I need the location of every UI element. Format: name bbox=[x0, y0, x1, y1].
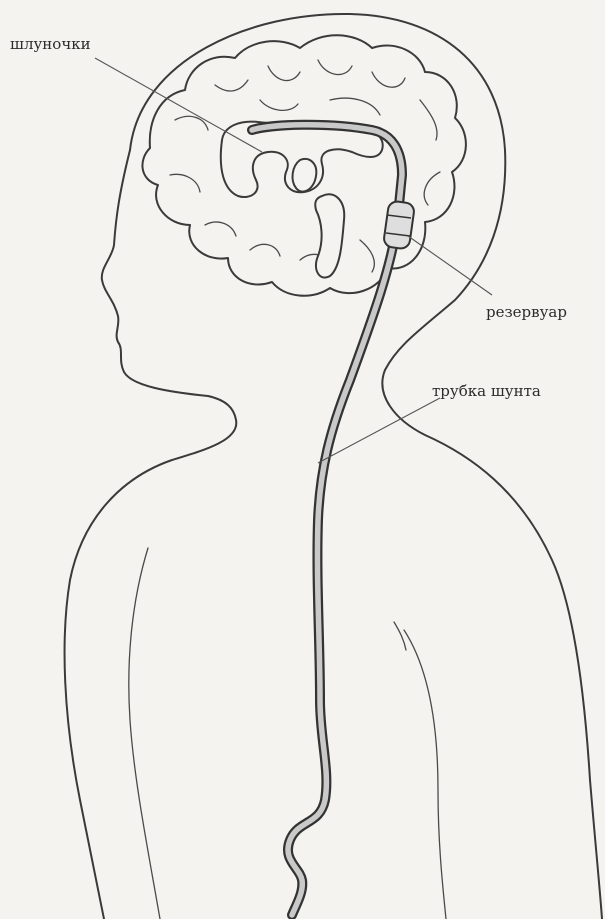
brain-fold bbox=[372, 72, 405, 87]
brain-fold bbox=[260, 100, 298, 110]
brain-fold bbox=[268, 66, 300, 81]
brain-fold bbox=[330, 98, 380, 115]
ventricles-leader-line bbox=[95, 58, 262, 152]
back-arm-detail bbox=[394, 622, 406, 650]
brain-fold bbox=[205, 222, 236, 236]
brain-fold bbox=[420, 100, 437, 140]
reservoir-label: резервуар bbox=[486, 305, 567, 320]
brain-fold bbox=[250, 244, 280, 256]
brain-fold bbox=[170, 174, 200, 192]
arm-line bbox=[129, 548, 160, 919]
brain-fold bbox=[424, 172, 440, 205]
third-ventricle bbox=[293, 159, 317, 192]
brain-fold bbox=[360, 240, 374, 272]
back-arm-line bbox=[404, 630, 446, 919]
face-profile bbox=[102, 150, 236, 420]
temporal-horn bbox=[315, 194, 344, 277]
brain-fold bbox=[215, 80, 248, 91]
chest-outline bbox=[65, 420, 237, 919]
ventricles-label: шлуночки bbox=[10, 37, 91, 52]
shunt-tube-label: трубка шунта bbox=[432, 384, 541, 399]
brain-fold bbox=[318, 60, 352, 75]
shunt-reservoir bbox=[383, 200, 415, 249]
